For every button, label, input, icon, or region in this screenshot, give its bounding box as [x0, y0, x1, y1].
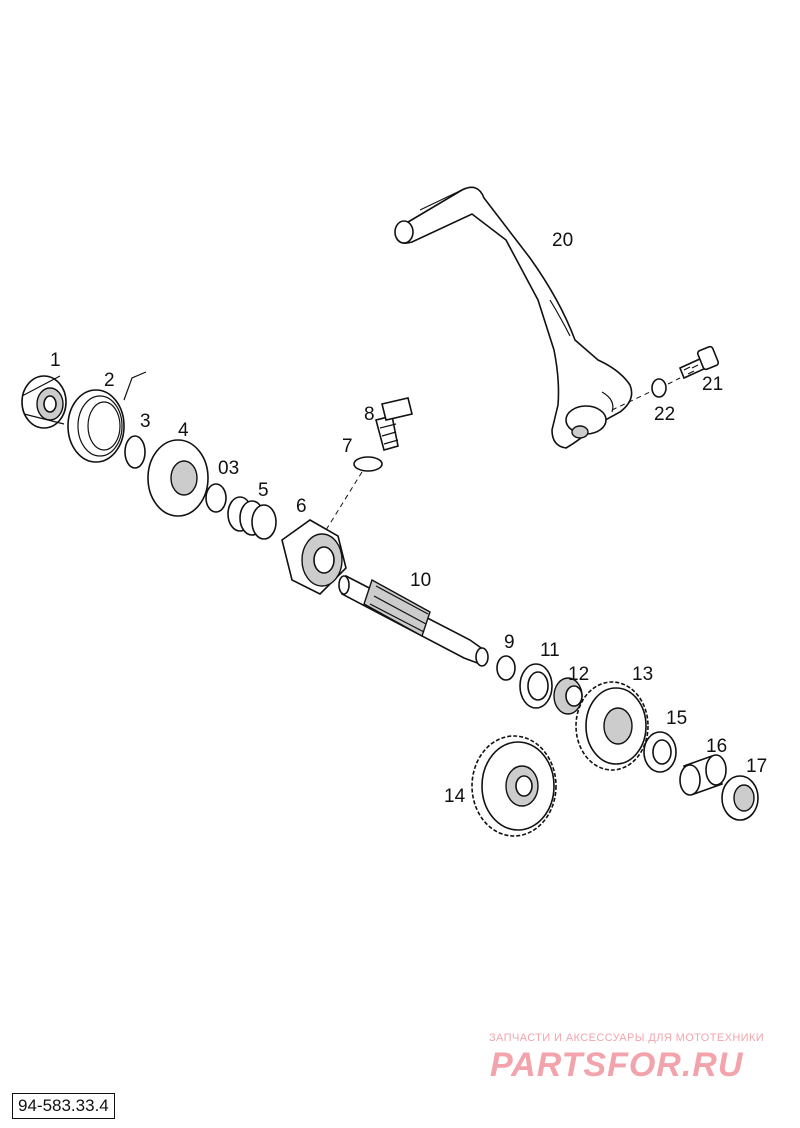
bushing-17-part — [721, 775, 759, 821]
washer-4-part — [147, 439, 209, 517]
callout-16: 16 — [706, 736, 727, 757]
callout-9: 9 — [504, 632, 515, 653]
watermark-logo: PARTSFOR.RU — [490, 1046, 744, 1084]
callout-22: 22 — [654, 404, 675, 425]
washer-11-part — [519, 663, 553, 709]
callout-4: 4 — [178, 420, 189, 441]
washer-15-part — [643, 731, 677, 773]
watermark-tagline: ЗАПЧАСТИ И АКСЕССУАРЫ ДЛЯ МОТОТЕХНИКИ — [489, 1032, 765, 1044]
callout-11: 11 — [540, 640, 560, 661]
kick-lever-part — [394, 186, 633, 449]
ring-9-part — [496, 655, 516, 681]
spring-5-part — [227, 496, 277, 540]
callout-2: 2 — [104, 370, 115, 391]
callout-03: 03 — [218, 458, 239, 479]
callout-13: 13 — [632, 664, 653, 685]
callout-6: 6 — [296, 496, 307, 517]
callout-3: 3 — [140, 411, 151, 432]
callout-10: 10 — [410, 570, 431, 591]
callout-21: 21 — [702, 374, 723, 395]
spring-2-part — [67, 371, 147, 463]
snap-ring-3-part — [124, 435, 146, 469]
ring-03-part — [205, 483, 227, 513]
washer-7-part — [353, 456, 383, 472]
bolt-8-part — [375, 397, 413, 451]
callout-7: 7 — [342, 436, 353, 457]
callout-20: 20 — [552, 230, 573, 251]
drawing-number: 94-583.33.4 — [12, 1093, 115, 1119]
callout-1: 1 — [50, 350, 61, 371]
needle-bearing-12-part — [553, 677, 583, 715]
callout-15: 15 — [666, 708, 687, 729]
bolt-21-part — [678, 345, 720, 380]
callout-5: 5 — [258, 480, 269, 501]
callout-12: 12 — [568, 664, 589, 685]
callout-17: 17 — [746, 756, 767, 777]
kick-shaft-10-part — [338, 574, 489, 667]
callout-14: 14 — [444, 786, 466, 807]
ratchet-gear-6-part — [281, 519, 347, 595]
ratchet-1-part — [21, 375, 67, 429]
circlip-22-part — [651, 378, 667, 398]
bearing-16-part — [679, 754, 727, 796]
callout-8: 8 — [364, 404, 375, 425]
assembly-axis-line — [325, 471, 363, 531]
assembly-axis-line — [611, 377, 681, 411]
gear-13-part — [575, 681, 649, 771]
gear-14-part — [471, 735, 557, 837]
